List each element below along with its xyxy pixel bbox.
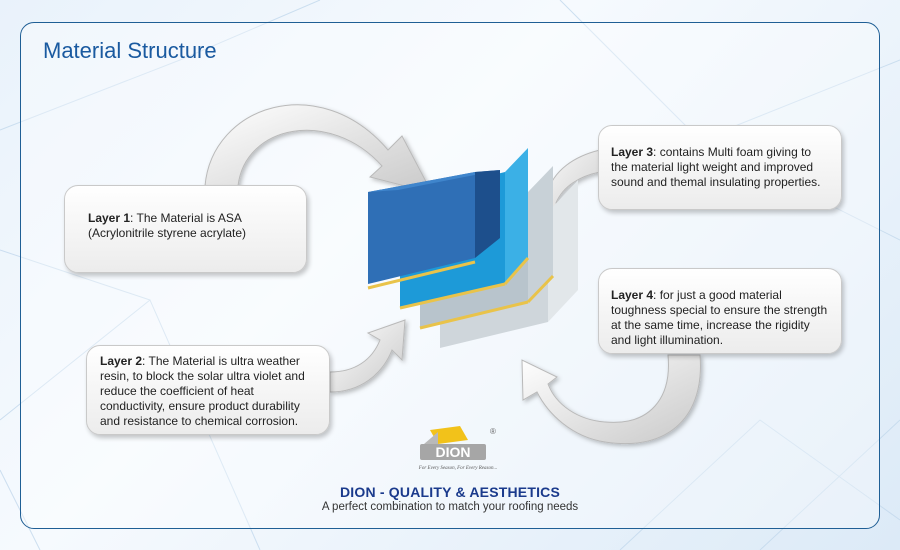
layer2-side xyxy=(505,148,528,284)
logo-roof-icon xyxy=(430,426,468,444)
layer1-label: Layer 1 xyxy=(88,211,131,225)
logo-slogan: For Every Season, For Every Reason... xyxy=(418,466,497,471)
arrow-top-curve xyxy=(204,104,433,194)
layer2-label: Layer 2 xyxy=(100,354,143,368)
layer3-side xyxy=(528,166,553,302)
layer2-card: Layer 2: The Material is ultra weather r… xyxy=(86,345,330,435)
layer1-card: Layer 1: The Material is ASA (Acrylonitr… xyxy=(64,185,307,273)
layer-block xyxy=(367,148,578,348)
layer1-side xyxy=(475,170,500,258)
layer3-card: Layer 3: contains Multi foam giving to t… xyxy=(598,125,842,210)
layer4-label: Layer 4 xyxy=(611,288,654,302)
brand-tagline: A perfect combination to match your roof… xyxy=(321,501,579,513)
layer2-text: : The Material is ultra weather resin, t… xyxy=(100,354,305,428)
layer3-text: : contains Multi foam giving to the mate… xyxy=(611,145,821,189)
layer1-text: : The Material is ASA (Acrylonitrile sty… xyxy=(88,211,247,240)
logo-text: DION xyxy=(436,444,471,460)
layer4-side xyxy=(548,180,578,322)
brand-heading: DION - QUALITY & AESTHETICS xyxy=(339,484,561,500)
logo-registered: ® xyxy=(490,427,496,436)
layer3-label: Layer 3 xyxy=(611,145,654,159)
layer4-card: Layer 4: for just a good material toughn… xyxy=(598,268,842,354)
arrow-bottom-right xyxy=(521,354,701,444)
separator-3 xyxy=(419,300,529,330)
arrow-bottom-left xyxy=(329,319,406,393)
layer1-front xyxy=(368,172,475,284)
separator-1 xyxy=(367,260,476,290)
layer1-top xyxy=(368,170,500,192)
separator-2 xyxy=(399,282,506,310)
layer4-text: : for just a good material toughness spe… xyxy=(611,288,828,347)
dion-logo: DION ® For Every Season, For Every Reaso… xyxy=(418,426,497,471)
page-title: Material Structure xyxy=(43,38,217,63)
